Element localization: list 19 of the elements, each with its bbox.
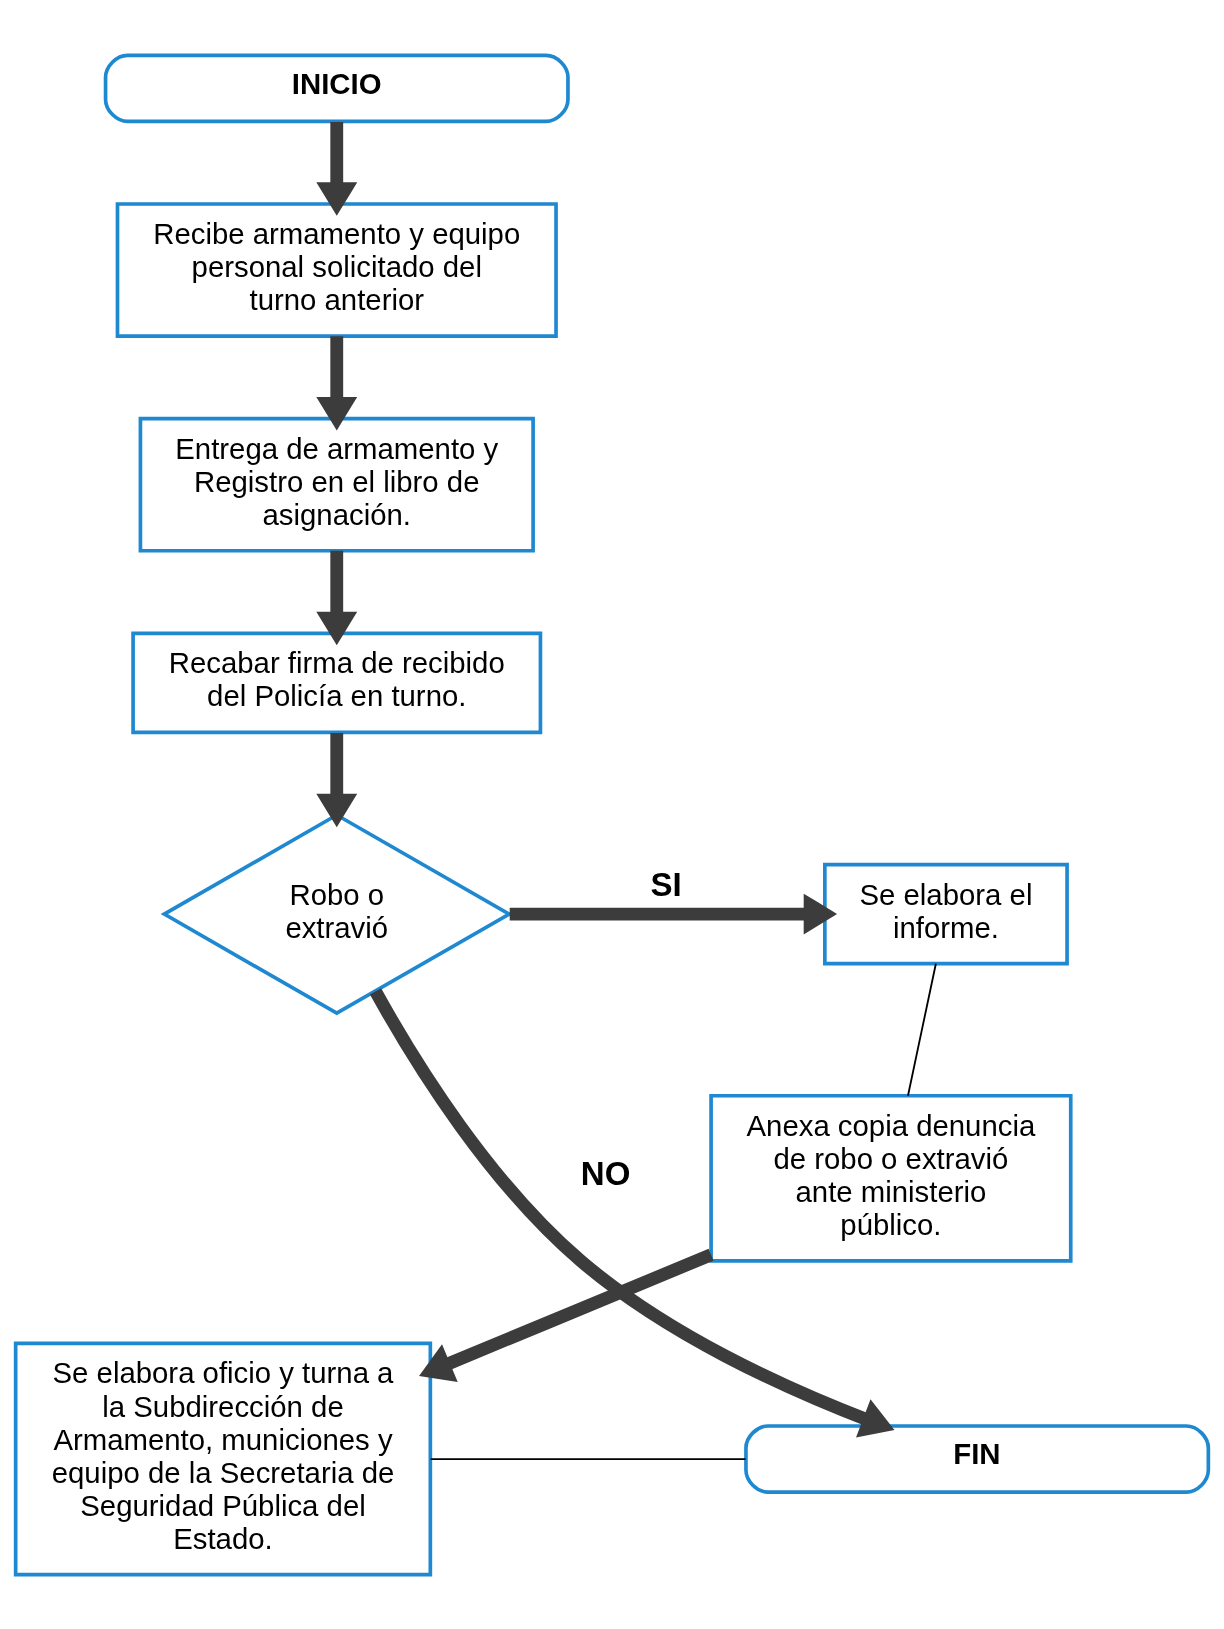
node-box: Recabar firma de recibido del Policía en turno.: [131, 631, 543, 734]
arrow: [316, 732, 358, 827]
arrow: [316, 550, 358, 645]
node-box: Anexa copia denuncia de robo o extravió ante ministerio público.: [709, 1093, 1073, 1263]
connector: [429, 1457, 747, 1460]
node-box: Entrega de armamento y Registro en el libro de asignación.: [138, 416, 535, 553]
node-box: INICIO: [103, 53, 570, 123]
arrow: [419, 1248, 714, 1382]
connector: [907, 962, 937, 1097]
edge-label: SI: [650, 865, 682, 903]
node-box: Se elabora el informe.: [823, 862, 1069, 965]
arrow: [316, 335, 358, 430]
edge-label: NO: [580, 1154, 631, 1192]
node-box: FIN: [744, 1423, 1211, 1494]
node-box: Recibe armamento y equipo personal solicitado del turno anterior: [115, 201, 558, 338]
node-box: Se elabora oficio y turna a la Subdirección de Armamento, municiones y equipo de la Secretaria de Seguridad Pública del Estado.: [13, 1341, 433, 1576]
arrow: [316, 121, 358, 216]
arrow: [369, 987, 895, 1437]
arrow: [509, 893, 838, 935]
